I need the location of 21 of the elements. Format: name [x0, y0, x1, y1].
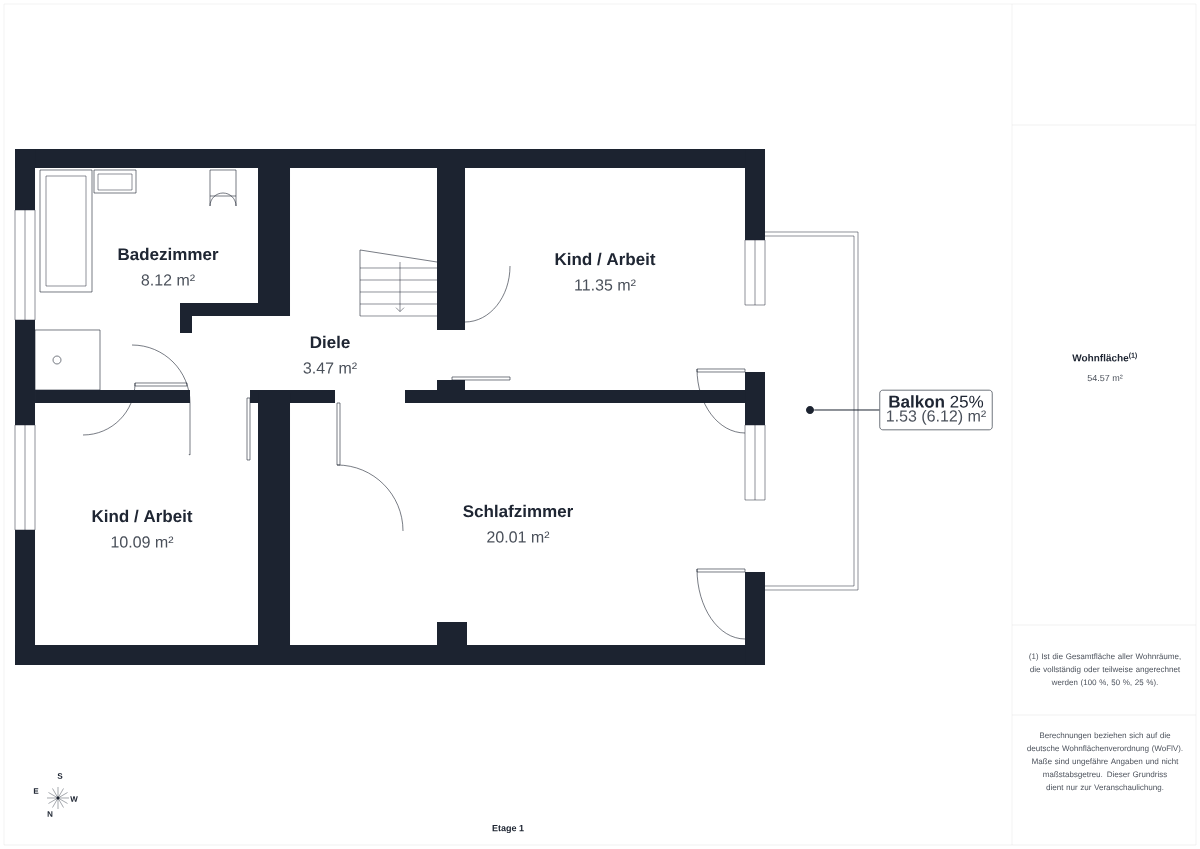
room-area: 11.35 m²	[575, 279, 636, 291]
compass-letter: N	[47, 811, 53, 817]
leader-line	[813, 409, 880, 411]
room-name: Diele	[310, 335, 350, 349]
room-name: Schlafzimmer	[463, 504, 573, 518]
room-area: 10.09 m²	[111, 536, 174, 548]
compass-letter: S	[57, 773, 63, 779]
room-area: 8.12 m²	[141, 274, 195, 286]
room-area: 3.47 m²	[303, 362, 357, 374]
room-name: Kind / Arbeit	[555, 252, 656, 266]
area-value: 54.57 m²	[1087, 374, 1123, 382]
room-name: Badezimmer	[118, 247, 219, 261]
room-area: 20.01 m²	[487, 531, 550, 543]
footnote: (1) Ist die Gesamtfläche aller Wohnräume, die vollständig oder teilweise angerechnet werden (100 %, 50 %, 25 %).	[1029, 653, 1181, 687]
floor-label: Etage 1	[492, 824, 524, 834]
area-heading: Wohnfläche$^{(1)}$	[1072, 352, 1137, 362]
compass-letter: W	[70, 796, 78, 802]
room-name: Kind / Arbeit	[92, 509, 193, 523]
callout-box: Balkon 25% 1.53 (6.12) m²	[879, 389, 993, 431]
compass-letter: E	[33, 788, 39, 794]
disclaimer-note: Berechnungen beziehen sich auf die deutsche Wohnflächenverordnung (WoFlV). Maße sind ungefähre Angaben und nicht maßstabsgetreu. Dieser Grundriss dient nur zur Veranschaulichung.	[1027, 732, 1183, 792]
